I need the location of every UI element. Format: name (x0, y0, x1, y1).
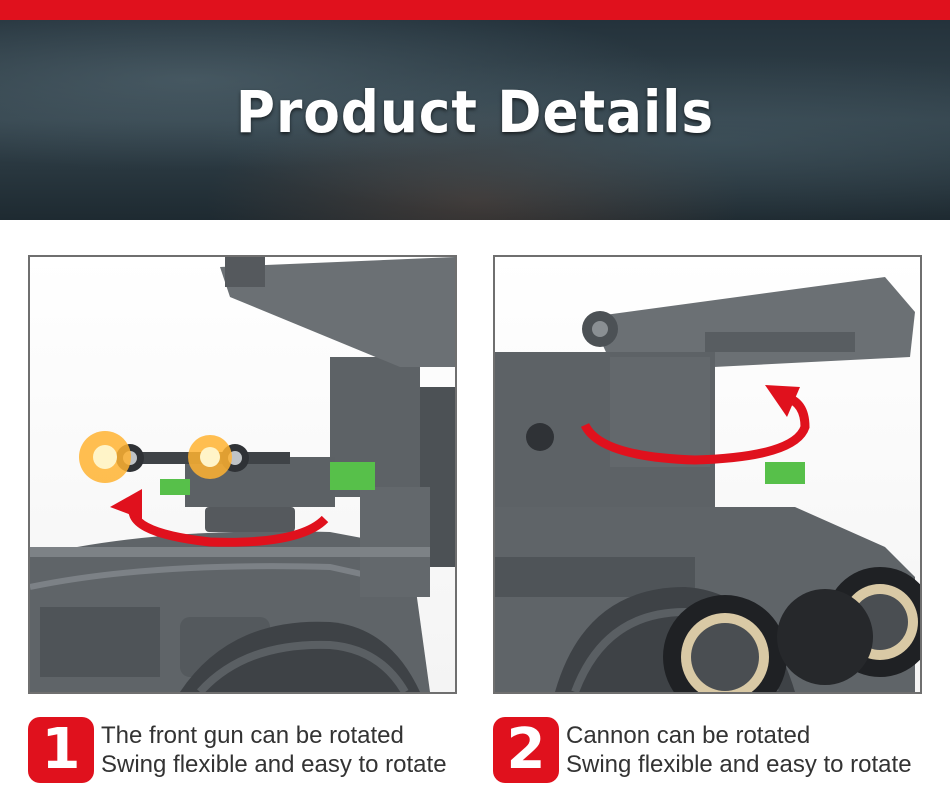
feature-description: The front gun can be rotated Swing flexi… (101, 721, 447, 779)
product-image-cannon (493, 255, 922, 694)
feature-subtitle: Swing flexible and easy to rotate (101, 751, 447, 778)
feature-number-badge: 2 (493, 717, 559, 783)
feature-1: 1 The front gun can be rotated Swing fle… (28, 717, 468, 787)
product-image-front-gun (28, 255, 457, 694)
feature-title: Cannon can be rotated (566, 722, 811, 749)
header-banner: Product Details (0, 20, 950, 220)
front-gun-illustration (30, 257, 455, 692)
feature-description: Cannon can be rotated Swing flexible and… (566, 721, 912, 779)
feature-subtitle: Swing flexible and easy to rotate (566, 751, 912, 778)
feature-title: The front gun can be rotated (101, 722, 404, 749)
page-title: Product Details (235, 78, 715, 146)
cannon-illustration (495, 277, 920, 692)
top-red-bar (0, 0, 950, 20)
feature-number-badge: 1 (28, 717, 94, 783)
feature-2: 2 Cannon can be rotated Swing flexible a… (493, 717, 933, 787)
